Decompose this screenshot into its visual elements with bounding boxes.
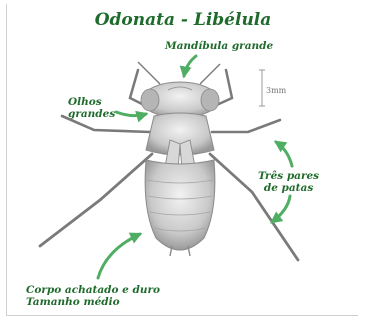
antennae xyxy=(138,62,220,84)
left-eye xyxy=(141,89,159,111)
arrow-eyes xyxy=(116,112,146,116)
right-eye xyxy=(201,89,219,111)
scale-bar xyxy=(259,70,265,106)
abdomen xyxy=(145,160,215,256)
arrow-mandible xyxy=(184,56,196,76)
arrow-legs-upper xyxy=(276,142,292,166)
arrow-body xyxy=(98,234,140,278)
arrow-legs-lower xyxy=(272,196,290,222)
